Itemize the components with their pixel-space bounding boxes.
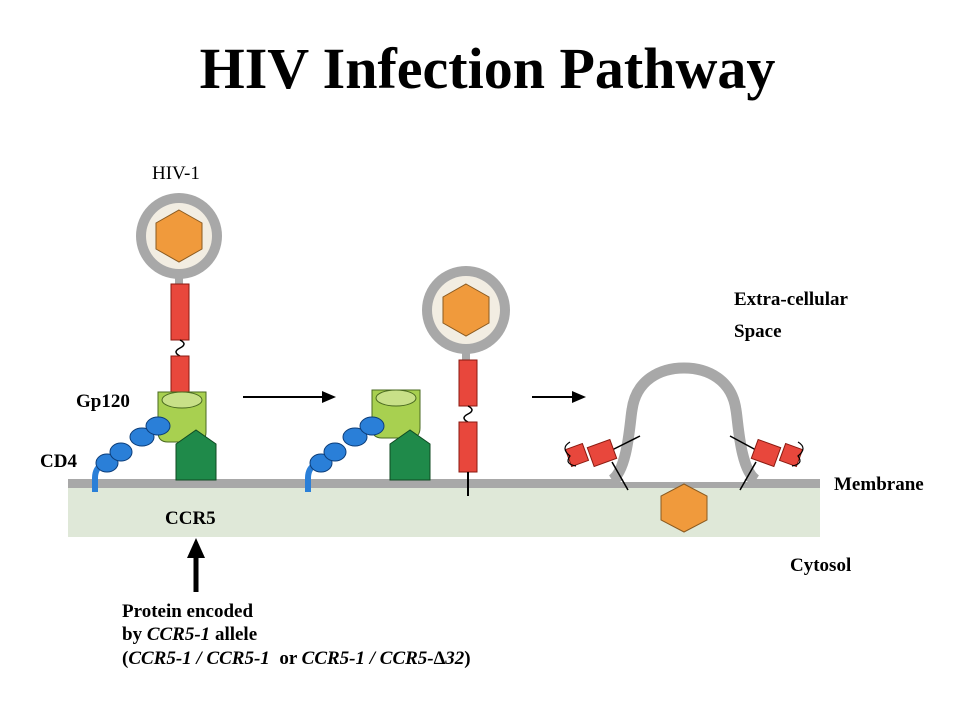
label-hiv: HIV-1: [152, 163, 200, 184]
capsid-stage1: [155, 209, 203, 263]
gp41-fused-left: [564, 435, 641, 491]
note-line-3: (CCR5-1 / CCR5-1 or CCR5-1 / CCR5-∆32): [122, 647, 471, 669]
gp41-stage1: [170, 283, 190, 397]
note-line-1: Protein encoded: [122, 601, 254, 622]
label-ccr5: CCR5: [165, 508, 216, 529]
ccr5-pointer-arrow: [187, 538, 205, 592]
capsid-stage2: [442, 283, 490, 337]
ccr5-note: Protein encoded by CCR5-1 allele (CCR5-1…: [122, 600, 471, 670]
label-gp120: Gp120: [76, 391, 130, 412]
cd4-stage2: [305, 416, 385, 492]
page-title: HIV Infection Pathway: [199, 36, 776, 101]
gp41-stage2: [458, 359, 478, 496]
label-cd4: CD4: [40, 451, 77, 472]
ccr5-stage1: [175, 429, 217, 481]
label-extracellular-1: Extra-cellular: [734, 289, 848, 310]
arrow-2: [532, 391, 586, 403]
membrane-line: [68, 479, 820, 488]
label-extracellular-2: Space: [734, 321, 782, 342]
ccr5-stage2: [389, 429, 431, 481]
capsid-stage3: [660, 483, 708, 533]
cd4-stage1: [92, 416, 171, 492]
hiv-virion-stage1: [136, 193, 222, 284]
note-line-2: by CCR5-1 allele: [122, 624, 258, 646]
gp41-fused-right: [729, 435, 804, 491]
arrow-1: [243, 391, 336, 403]
hiv-virion-stage2: [422, 266, 510, 360]
label-cytosol: Cytosol: [790, 555, 852, 576]
label-membrane: Membrane: [834, 474, 924, 495]
fusion-bulge: [608, 362, 760, 485]
